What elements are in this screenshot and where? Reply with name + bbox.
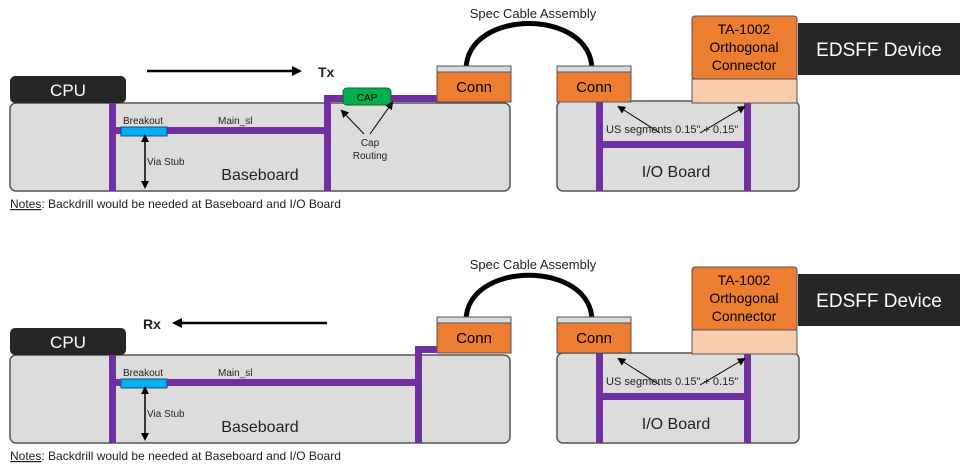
orthogonal-connector: [691, 15, 798, 80]
orthogonal-connector-base: [691, 78, 798, 104]
orthogonal-connector-label-2: Orthogonal: [709, 39, 778, 55]
cpu-box: [10, 328, 126, 355]
orthogonal-connector-label-3: Connector: [712, 308, 777, 324]
cpu-label: CPU: [50, 333, 86, 352]
us-segments-label: US segments 0.15" + 0.15": [606, 124, 738, 136]
edsff-device-label: EDSFF Device: [816, 291, 942, 312]
notes-key: Notes: [10, 197, 41, 211]
cable-assembly: [463, 21, 595, 71]
baseboard-traces: [109, 346, 440, 443]
conn-right: [556, 71, 632, 103]
cap-routing-label-2: Routing: [353, 151, 387, 162]
breakout-label: Breakout: [123, 116, 163, 127]
io-board-label: I/O Board: [642, 164, 710, 181]
us-segment-arrow-right: [699, 105, 746, 134]
cap-routing-arrow-right: [369, 101, 394, 135]
conn-right-top: [556, 65, 632, 73]
cap-routing-arrow-left: [340, 109, 365, 135]
breakout-segment: [120, 126, 168, 137]
baseboard-label: Baseboard: [221, 167, 298, 184]
orthogonal-connector-base: [691, 329, 798, 355]
cap-routing-label-1: Cap: [361, 138, 380, 149]
notes-line: Notes: Backdrill would be needed at Base…: [10, 197, 341, 211]
conn-left-label: Conn: [456, 79, 492, 96]
cable-label: Spec Cable Assembly: [470, 257, 597, 272]
io-board-traces: [596, 101, 751, 191]
breakout-label: Breakout: [123, 368, 163, 379]
conn-left-top: [436, 316, 512, 324]
via-stub-label: Via Stub: [147, 409, 185, 420]
io-board-label: I/O Board: [642, 416, 710, 433]
via-stub-label: Via Stub: [147, 157, 185, 168]
main-sl-label: Main_sl: [218, 116, 252, 127]
notes-text: : Backdrill would be needed at Baseboard…: [41, 449, 341, 463]
conn-right: [556, 322, 632, 354]
io-board-traces: [596, 353, 751, 443]
orthogonal-connector-label-1: TA-1002: [718, 272, 771, 288]
orthogonal-connector-label-2: Orthogonal: [709, 290, 778, 306]
baseboard-label: Baseboard: [221, 419, 298, 436]
edsff-device-label: EDSFF Device: [816, 40, 942, 61]
us-segment-arrow-left: [617, 357, 661, 386]
cap-component: [342, 87, 392, 106]
notes-key: Notes: [10, 449, 41, 463]
cable-label: Spec Cable Assembly: [470, 6, 597, 21]
orthogonal-connector-label-1: TA-1002: [718, 21, 771, 37]
baseboard: [9, 354, 511, 444]
baseboard-traces: [109, 95, 440, 191]
tx-panel: Spec Cable Assembly CPU Breakout Main_sl…: [9, 6, 960, 211]
cap-label: CAP: [357, 93, 378, 104]
orthogonal-connector: [691, 266, 798, 331]
conn-left: [436, 71, 512, 103]
conn-left-label: Conn: [456, 330, 492, 347]
tx-direction-label: Tx: [318, 64, 335, 80]
conn-right-top: [556, 316, 632, 324]
conn-right-label: Conn: [576, 330, 612, 347]
us-segment-arrow-left: [617, 105, 661, 134]
notes-text: : Backdrill would be needed at Baseboard…: [41, 197, 341, 211]
us-segments-label: US segments 0.15" + 0.15": [606, 376, 738, 388]
conn-left: [436, 322, 512, 354]
us-segment-arrow-right: [699, 357, 746, 386]
edsff-device-box: [798, 23, 960, 75]
main-sl-label: Main_sl: [218, 368, 252, 379]
baseboard: [9, 102, 511, 192]
breakout-segment: [120, 378, 168, 389]
conn-left-top: [436, 65, 512, 73]
cable-assembly: [463, 272, 595, 322]
rx-panel: Spec Cable Assembly CPU Breakout Main_sl…: [9, 257, 960, 463]
edsff-device-box: [798, 274, 960, 326]
cpu-label: CPU: [50, 81, 86, 100]
orthogonal-connector-label-3: Connector: [712, 57, 777, 73]
conn-right-label: Conn: [576, 79, 612, 96]
rx-direction-label: Rx: [143, 316, 161, 332]
notes-line: Notes: Backdrill would be needed at Base…: [10, 449, 341, 463]
cpu-box: [10, 76, 126, 103]
